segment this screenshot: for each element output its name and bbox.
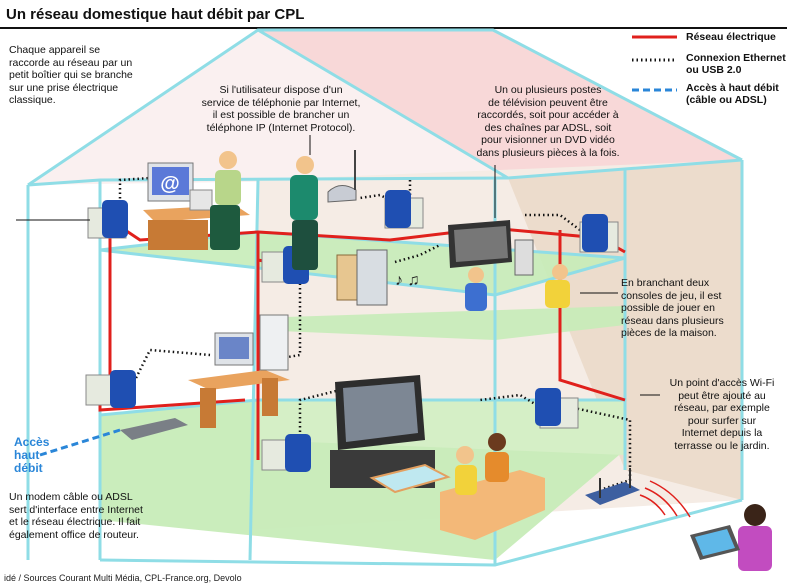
legend: [632, 35, 677, 92]
computer-desk-ground: [188, 314, 290, 428]
callout-lines: [16, 135, 660, 396]
plc-adapter-icon: [85, 370, 136, 408]
plc-adapter-icon: [579, 214, 619, 253]
note-line: également office de routeur.: [9, 528, 139, 541]
note-phone: Si l'utilisateur dispose d'un service de…: [190, 84, 372, 134]
note-games: En branchant deux consoles de jeu, il es…: [621, 277, 724, 340]
legend-broadband-label-1: Accès à haut débit: [686, 82, 779, 94]
note-line: raccordés, soit pour accéder à: [477, 109, 619, 122]
note-line: raccorde au réseau par un: [9, 56, 133, 69]
note-line: sert d'interface entre Internet: [9, 503, 143, 516]
person-at-desk-icon: [210, 151, 241, 250]
note-line: pièces de la maison.: [621, 327, 717, 340]
note-line: service de téléphonie par Internet,: [201, 96, 361, 109]
note-wifi: Un point d'accès Wi-Fi peut être ajouté …: [662, 377, 782, 453]
plc-adapter-icon: [87, 200, 128, 239]
note-line: et le réseau électrique. Il fait: [9, 516, 141, 529]
sources-credit: idé / Sources Courant Multi Média, CPL-F…: [4, 573, 242, 583]
note-line: téléphone IP (Internet Protocol).: [206, 121, 356, 134]
child-gamer-2-icon: [545, 264, 570, 308]
house-frame: [26, 28, 744, 567]
hifi-speakers-icon: ♪ ♫: [336, 249, 419, 306]
roof-right: [258, 30, 742, 178]
wifi-waves: [639, 480, 691, 518]
ip-phone-icon: [327, 150, 357, 203]
note-line: consoles de jeu, il est: [621, 289, 722, 302]
email-symbol: @: [160, 173, 180, 195]
computer-desk-upper: [143, 162, 250, 250]
note-tv: Un ou plusieurs postes de télévision peu…: [468, 84, 628, 160]
page-title: Un réseau domestique haut débit par CPL: [6, 6, 305, 23]
people-on-sofa-icon: [455, 433, 509, 495]
svg-text:♪ ♫: ♪ ♫: [395, 272, 419, 289]
note-line: petit boîtier qui se branche: [9, 69, 133, 82]
note-line: de télévision peuvent être: [488, 96, 608, 109]
note-line: Si l'utilisateur dispose d'un: [219, 84, 343, 96]
note-line: classique.: [9, 94, 56, 107]
note-line: pour surfer sur: [687, 414, 757, 427]
note-line: pour visionner un DVD vidéo: [481, 134, 615, 147]
laptop-user-icon: [690, 504, 772, 571]
plc-adapter-icon: [384, 190, 424, 229]
person-on-phone-icon: [290, 156, 318, 270]
legend-electric-label: Réseau électrique: [686, 31, 776, 43]
note-modem: Un modem câble ou ADSL sert d'interface …: [9, 491, 143, 541]
note-line: il est possible de brancher un: [212, 109, 350, 122]
note-line: Un modem câble ou ADSL: [9, 491, 133, 503]
note-line: Internet depuis la: [681, 427, 763, 440]
note-line: des chaînes par ADSL, soit: [484, 121, 612, 134]
legend-ethernet-label-2: ou USB 2.0: [686, 64, 742, 76]
access-label-line: débit: [14, 461, 43, 475]
upper-floor-right: [255, 306, 625, 340]
plc-adapter-icon: [261, 434, 311, 472]
access-label-line: haut: [14, 448, 40, 462]
note-line: En branchant deux: [621, 277, 710, 289]
note-line: terrasse ou le jardin.: [674, 439, 770, 452]
broadband-access-label: Accès haut débit: [14, 436, 49, 475]
coffee-table-icon: [369, 463, 451, 494]
access-label-line: Accès: [14, 435, 50, 449]
legend-broadband-label-2: (câble ou ADSL): [686, 94, 767, 106]
note-adapter: Chaque appareil se raccorde au réseau pa…: [9, 44, 133, 107]
note-line: réseau, par exemple: [674, 402, 770, 415]
tv-upstairs-icon: [448, 220, 534, 276]
title-rule: [0, 27, 787, 29]
note-line: possible de jouer en: [621, 302, 715, 315]
modem-icon: [120, 418, 188, 440]
wifi-router-icon: [585, 468, 640, 505]
roof-left: [28, 30, 508, 185]
note-line: Un point d'accès Wi-Fi: [669, 377, 775, 389]
legend-ethernet-label-1: Connexion Ethernet: [686, 52, 786, 64]
note-line: réseau dans plusieurs: [621, 314, 724, 327]
note-line: Chaque appareil se: [9, 44, 101, 56]
plc-adapters: [85, 190, 619, 472]
plc-adapter-icon: [535, 388, 579, 429]
child-gamer-1-icon: [465, 267, 487, 311]
note-line: Un ou plusieurs postes: [494, 84, 602, 96]
note-line: sur une prise électrique: [9, 81, 119, 94]
note-line: peut être ajouté au: [678, 389, 766, 402]
broadband-line: [39, 428, 121, 457]
note-line: dans plusieurs pièces à la fois.: [476, 146, 620, 159]
